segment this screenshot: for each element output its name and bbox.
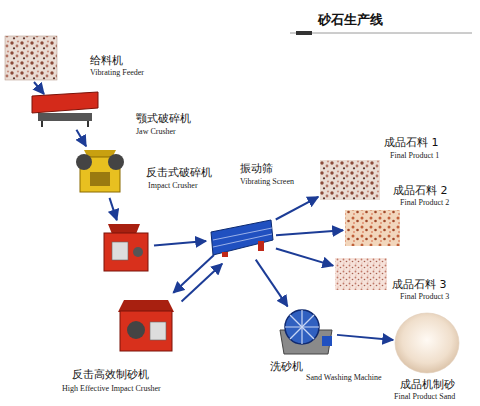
machine-label-english: Vibrating Screen <box>240 177 294 187</box>
machine-label: 反击高效制砂机 <box>72 368 149 381</box>
flow-arrow <box>173 255 214 293</box>
flow-arrow <box>337 335 393 340</box>
machine-node: 振动筛Vibrating Screen <box>208 218 274 258</box>
machine-label-english: Final Product 3 <box>400 292 449 302</box>
machine-label-english: Final Product Sand <box>394 392 455 402</box>
machine-label: 洗砂机 <box>270 360 303 373</box>
machine-label: 成品石料 2 <box>393 184 448 197</box>
machine-node: 成品机制砂Final Product Sand <box>395 312 460 374</box>
machine-label-english: Jaw Crusher <box>136 127 176 137</box>
sandmaker-rotor <box>127 321 145 339</box>
machine-node: 颚式破碎机Jaw Crusher <box>75 148 127 196</box>
washer-motor <box>322 336 332 346</box>
machine-label-english: Impact Crusher <box>148 181 198 191</box>
flow-arrow <box>76 130 86 147</box>
flow-arrow <box>110 198 117 220</box>
machine-node: 洗砂机Sand Washing Machine <box>275 308 335 356</box>
flow-arrow <box>182 264 223 302</box>
product-1-photo <box>320 160 380 200</box>
machine-node: 成品石料 2Final Product 2 <box>345 210 400 246</box>
flow-arrow <box>276 197 318 220</box>
jaw-plate <box>90 172 110 186</box>
raw-stone-photo <box>5 36 57 80</box>
screen-body <box>211 220 273 255</box>
machine-label-english: Final Product 2 <box>400 198 449 208</box>
machine-node: 给料机Vibrating Feeder <box>30 92 100 128</box>
flow-arrow <box>276 248 333 265</box>
product-2-photo <box>345 210 400 246</box>
feed-arrow <box>34 82 44 94</box>
title-rule-mark <box>296 31 312 35</box>
impact-hub <box>133 247 143 257</box>
screen-support <box>222 252 228 257</box>
impact-body <box>104 233 148 271</box>
machine-label: 颚式破碎机 <box>136 112 191 125</box>
machine-label-english: Final Product 1 <box>390 151 439 161</box>
final-sand-photo <box>395 313 459 373</box>
feeder-leg <box>41 121 43 127</box>
flow-arrow <box>154 241 206 246</box>
sandmaker-window <box>150 322 166 340</box>
flow-arrow <box>276 230 343 235</box>
screen-support <box>258 241 264 251</box>
machine-label-english: Sand Washing Machine <box>306 373 382 383</box>
feeder-base <box>38 113 92 121</box>
machine-node: 反击高效制砂机High Effective Impact Crusher <box>118 298 176 353</box>
impact-window <box>112 242 128 260</box>
machine-label-english: High Effective Impact Crusher <box>62 384 161 394</box>
sandmaker-body <box>120 311 172 351</box>
title-rule <box>290 33 472 34</box>
feeder-hopper <box>32 92 98 113</box>
washer-spoke <box>290 315 314 339</box>
screen-deck <box>213 228 272 240</box>
washer-wheel <box>285 310 319 344</box>
machine-node: 成品石料 3Final Product 3 <box>335 258 387 290</box>
feeder-leg <box>87 121 89 127</box>
sandmaker-top <box>118 300 174 312</box>
machine-node: 反击式破碎机Impact Crusher <box>100 222 152 274</box>
machine-node: 成品石料 1Final Product 1 <box>320 160 380 200</box>
machine-label: 反击式破碎机 <box>146 166 212 179</box>
machine-label: 振动筛 <box>240 162 273 175</box>
jaw-flywheel <box>108 154 124 170</box>
machine-label: 成品机制砂 <box>400 378 455 391</box>
jaw-flywheel <box>76 154 92 170</box>
washer-spoke <box>290 315 314 339</box>
product-3-photo <box>335 258 387 290</box>
machine-label-english: Vibrating Feeder <box>90 68 144 78</box>
machine-label: 给料机 <box>90 54 123 67</box>
machine-label: 成品石料 3 <box>392 278 447 291</box>
diagram-title: 砂石生产线 <box>318 12 383 28</box>
flow-arrow <box>256 260 288 307</box>
machine-label: 成品石料 1 <box>384 136 439 149</box>
